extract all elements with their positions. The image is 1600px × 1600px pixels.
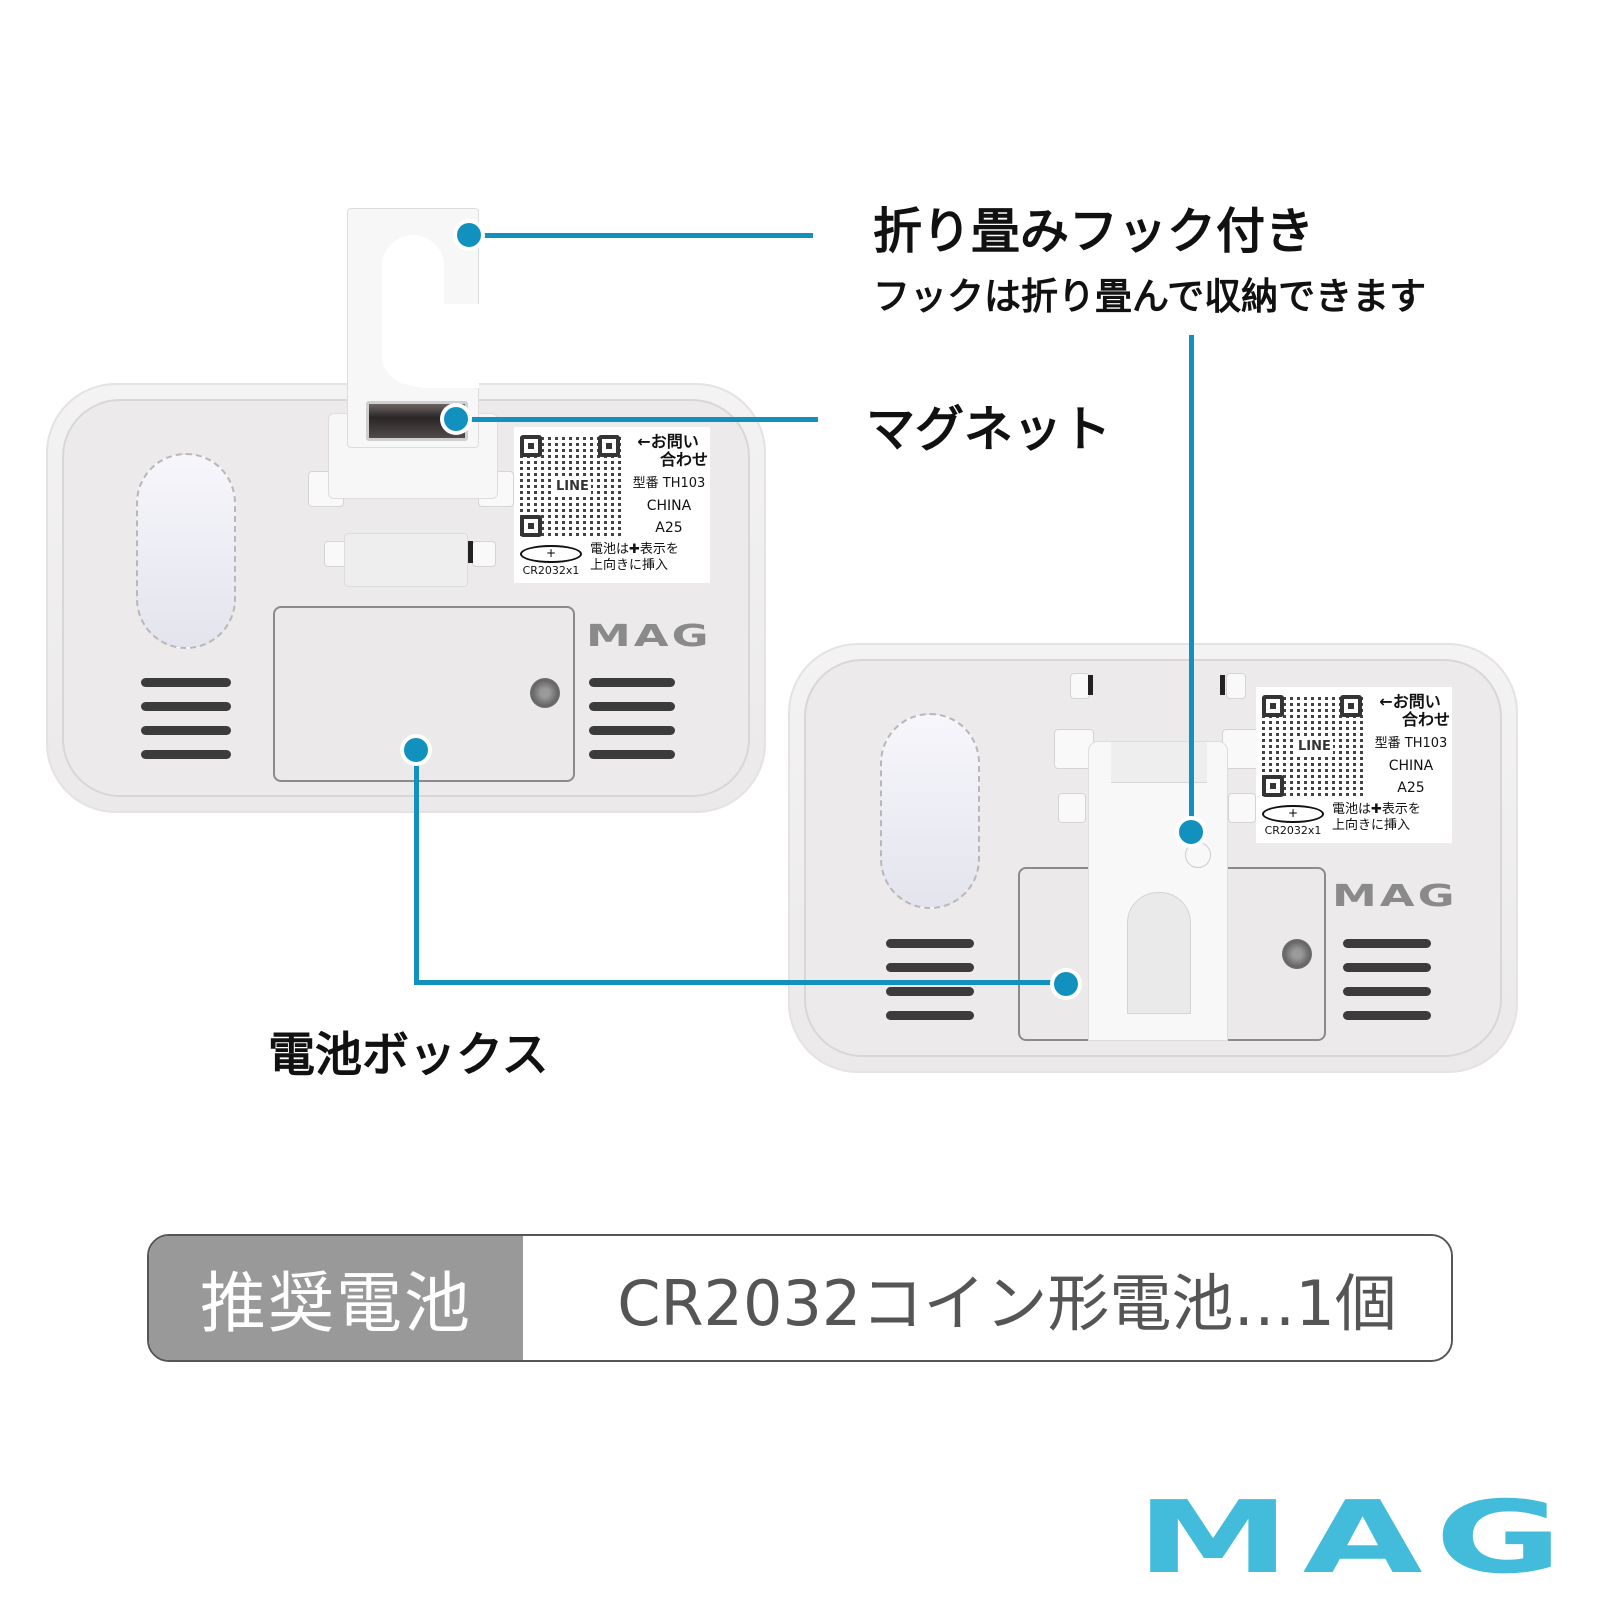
hook-hinge-tab <box>472 541 496 567</box>
hook-hinge-tab <box>1222 729 1262 769</box>
qr-code[interactable]: LINE <box>1262 695 1366 799</box>
sensor-window <box>880 713 980 909</box>
model-number: 型番 TH103 <box>1374 736 1448 751</box>
hook-hinge-tab <box>1228 793 1256 823</box>
callout-dot-hook <box>457 223 481 247</box>
qr-code[interactable]: LINE <box>520 435 624 539</box>
callout-dot-hook-folded <box>1179 820 1203 844</box>
battery-note-1: 電池は✚表示を <box>1332 802 1421 817</box>
vent-slot <box>1343 963 1431 972</box>
spec-key: 推奨電池 <box>149 1236 523 1360</box>
callout-line-battery-vertical <box>414 748 419 985</box>
battery-code: CR2032x1 <box>1264 824 1322 837</box>
hinge-slot <box>1088 675 1093 695</box>
lot-code: A25 <box>1397 780 1425 796</box>
battery-note-2: 上向きに挿入 <box>590 558 669 573</box>
origin-label: CHINA <box>1388 758 1434 774</box>
product-label-sticker: LINE ←お問い 合わせ 型番 TH103 CHINA A25 + CR203… <box>514 427 710 583</box>
vent-slot <box>589 702 675 711</box>
vent-slot <box>589 750 675 759</box>
vent-slot <box>886 939 974 948</box>
vent-slot <box>589 726 675 735</box>
inquiry-label: ←お問い <box>1379 692 1441 711</box>
recommended-battery-spec: 推奨電池 CR2032コイン形電池…1個 <box>147 1234 1453 1362</box>
hook-slot-opening <box>344 533 468 587</box>
vent-slot <box>1343 939 1431 948</box>
inquiry-label-2: 合わせ <box>659 450 708 469</box>
battery-box-label: 電池ボックス <box>268 1028 549 1083</box>
vent-slot <box>886 987 974 996</box>
vent-slot <box>141 702 231 711</box>
hook-cutout-lower <box>1127 892 1191 1014</box>
callout-line-battery-horizontal <box>414 980 1062 985</box>
hinge-slot <box>1220 675 1225 695</box>
magnet-label: マグネット <box>866 401 1112 458</box>
hinge-slot <box>468 541 473 563</box>
vent-slot <box>1343 987 1431 996</box>
sensor-window <box>136 453 236 649</box>
device-back-hook-open: MAG LINE ←お問い 合わせ 型番 TH103 CHINA A25 + C… <box>46 383 766 813</box>
hook-feature-title: 折り畳みフック付き <box>873 203 1315 260</box>
hook-hinge-tab <box>1054 729 1094 769</box>
inquiry-label: ←お問い <box>637 432 699 451</box>
model-number: 型番 TH103 <box>632 476 706 491</box>
vent-slot <box>886 1011 974 1020</box>
folding-hook-folded[interactable] <box>1088 741 1228 1041</box>
product-label-sticker: LINE ←お問い 合わせ 型番 TH103 CHINA A25 + CR203… <box>1256 687 1452 843</box>
vent-slot <box>886 963 974 972</box>
coin-battery-icon: + <box>1262 805 1324 823</box>
vent-slot <box>1343 1011 1431 1020</box>
origin-label: CHINA <box>646 498 692 514</box>
coin-battery-icon: + <box>520 545 582 563</box>
hook-hinge-tab <box>1070 673 1090 699</box>
hook-feature-subtitle: フックは折り畳んで収納できます <box>873 275 1427 318</box>
device-brand-mark: MAG <box>1332 879 1458 914</box>
callout-line-magnet <box>456 417 818 422</box>
vent-slot <box>141 678 231 687</box>
callout-line-hook-folded <box>1189 335 1194 830</box>
battery-note-2: 上向きに挿入 <box>1332 818 1411 833</box>
brand-logo: MAG <box>1136 1479 1575 1596</box>
hook-cutout-lower <box>382 304 479 388</box>
callout-dot-battery-left <box>404 738 428 762</box>
vent-slot <box>141 726 231 735</box>
vent-slot <box>141 750 231 759</box>
vent-slot <box>589 678 675 687</box>
battery-code: CR2032x1 <box>522 564 580 577</box>
screw-icon <box>1282 939 1312 969</box>
lot-code: A25 <box>655 520 683 536</box>
device-brand-mark: MAG <box>586 619 712 654</box>
callout-dot-magnet <box>444 407 468 431</box>
battery-note-1: 電池は✚表示を <box>590 542 679 557</box>
hook-hinge-tab <box>1226 673 1246 699</box>
spec-value: CR2032コイン形電池…1個 <box>523 1236 1451 1360</box>
callout-line-hook <box>468 233 813 238</box>
callout-dot-battery-right <box>1054 972 1078 996</box>
hook-rivet <box>1185 842 1211 868</box>
screw-icon <box>530 678 560 708</box>
inquiry-label-2: 合わせ <box>1401 710 1450 729</box>
hook-hinge-tab <box>1058 793 1086 823</box>
device-back-hook-folded: MAG LINE ←お問い 合わせ 型番 TH103 CHINA A25 + C… <box>788 643 1518 1073</box>
